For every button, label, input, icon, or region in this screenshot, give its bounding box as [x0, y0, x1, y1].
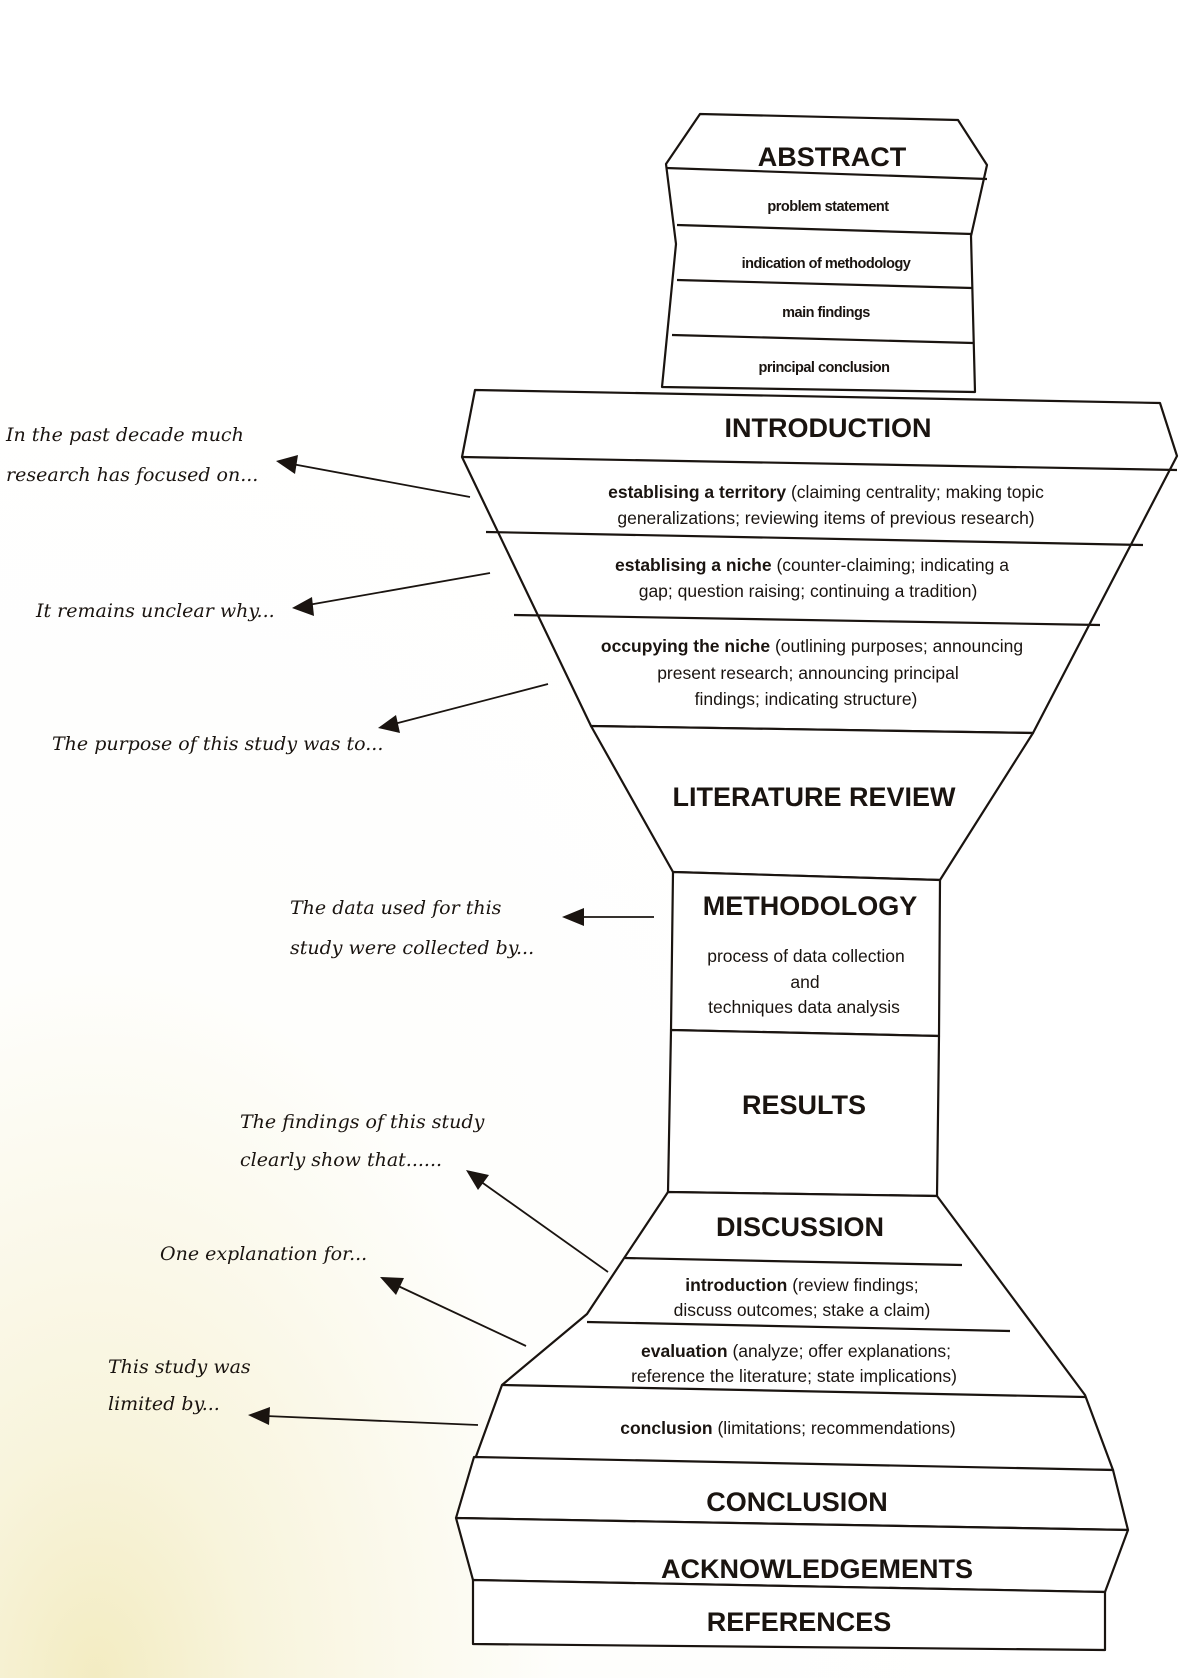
arrow-head-icon — [378, 715, 400, 733]
introduction-move-occupying: occupying the niche (outlining purposes;… — [601, 636, 1023, 656]
abstract-divider — [676, 278, 973, 290]
conclusion-block: CONCLUSION — [454, 1455, 1130, 1532]
discussion-move-introduction-line2: discuss outcomes; stake a claim) — [674, 1300, 931, 1320]
discussion-block: DISCUSSION introduction (review findings… — [472, 1190, 1115, 1472]
references-block: REFERENCES — [471, 1578, 1107, 1652]
introduction-move-territory: establising a territory (claiming centra… — [608, 482, 1044, 502]
abstract-item: indication of methodology — [742, 256, 911, 272]
abstract-item: main findings — [782, 305, 870, 321]
literature-review-block: LITERATURE REVIEW — [589, 724, 1035, 882]
arrow-line — [307, 572, 491, 606]
annotation-text: In the past decade much — [5, 424, 244, 446]
discussion-move-evaluation: evaluation (analyze; offer explanations; — [641, 1341, 951, 1361]
references-title: REFERENCES — [707, 1607, 892, 1637]
annotation-methodology: The data used for this study were collec… — [290, 897, 654, 959]
arrow-head-icon — [562, 908, 584, 926]
introduction-move-niche: establising a niche (counter-claiming; i… — [615, 555, 1009, 575]
arrow-head-icon — [380, 1277, 404, 1295]
methodology-line: and — [790, 972, 819, 992]
arrow-line — [291, 463, 471, 498]
abstract-title: ABSTRACT — [758, 142, 907, 172]
annotation-limitations: This study was limited by... — [108, 1356, 479, 1426]
methodology-line: techniques data analysis — [708, 997, 900, 1017]
introduction-move-occupying-line2: present research; announcing principal — [657, 663, 959, 683]
introduction-move-occupying-line3: findings; indicating structure) — [695, 689, 918, 709]
introduction-move-territory-line2: generalizations; reviewing items of prev… — [617, 508, 1034, 528]
discussion-title: DISCUSSION — [716, 1212, 884, 1242]
annotation-text: The data used for this — [290, 897, 502, 919]
abstract-item: principal conclusion — [759, 360, 890, 376]
conclusion-title: CONCLUSION — [706, 1487, 888, 1517]
annotation-findings: The findings of this study clearly show … — [240, 1111, 609, 1273]
acknowledgements-block: ACKNOWLEDGEMENTS — [454, 1516, 1130, 1594]
methodology-title: METHODOLOGY — [703, 891, 918, 921]
annotation-niche: It remains unclear why... — [35, 572, 491, 622]
abstract-shape — [660, 112, 989, 394]
annotation-text: limited by... — [108, 1393, 220, 1415]
annotation-explanation: One explanation for... — [160, 1243, 527, 1347]
abstract-divider — [665, 166, 988, 181]
discussion-move-evaluation-line2: reference the literature; state implicat… — [631, 1366, 957, 1386]
acknowledgements-title: ACKNOWLEDGEMENTS — [661, 1554, 973, 1584]
annotation-territory: In the past decade much research has foc… — [5, 424, 471, 498]
methodology-block: METHODOLOGY process of data collection a… — [669, 870, 942, 1038]
annotation-text: clearly show that...... — [240, 1149, 442, 1171]
arrow-head-icon — [466, 1170, 489, 1190]
arrow-line — [265, 1415, 479, 1426]
arrow-line — [393, 683, 549, 725]
annotation-text: research has focused on... — [6, 464, 258, 486]
annotation-text: It remains unclear why... — [35, 600, 275, 622]
methodology-line: process of data collection — [707, 946, 904, 966]
results-title: RESULTS — [742, 1090, 866, 1120]
introduction-divider — [485, 530, 1144, 547]
annotation-text: study were collected by... — [290, 937, 534, 959]
abstract-item: problem statement — [767, 199, 889, 215]
introduction-divider — [513, 613, 1101, 627]
discussion-divider — [586, 1320, 1011, 1333]
arrow-head-icon — [292, 597, 314, 616]
abstract-block: ABSTRACT problem statement indication of… — [660, 112, 989, 394]
introduction-divider — [461, 455, 1178, 472]
discussion-divider — [501, 1383, 1086, 1399]
introduction-block: INTRODUCTION establising a territory (cl… — [460, 388, 1179, 735]
discussion-move-conclusion: conclusion (limitations; recommendations… — [620, 1418, 956, 1438]
literature-review-title: LITERATURE REVIEW — [673, 782, 957, 812]
abstract-divider — [671, 333, 974, 345]
introduction-move-niche-line2: gap; question raising; continuing a trad… — [639, 581, 978, 601]
arrow-head-icon — [248, 1407, 270, 1425]
references-shape — [471, 1578, 1107, 1652]
arrow-line — [479, 1180, 609, 1273]
annotation-text: This study was — [108, 1356, 251, 1378]
abstract-divider — [676, 223, 973, 236]
results-block: RESULTS — [666, 1028, 941, 1198]
arrow-line — [395, 1284, 527, 1347]
arrow-head-icon — [276, 455, 298, 474]
discussion-divider — [624, 1256, 963, 1267]
discussion-move-introduction: introduction (review findings; — [685, 1275, 918, 1295]
introduction-title: INTRODUCTION — [725, 413, 932, 443]
annotation-text: The findings of this study — [240, 1111, 485, 1133]
annotation-text: The purpose of this study was to... — [52, 733, 383, 755]
annotation-occupying: The purpose of this study was to... — [52, 683, 549, 755]
annotation-text: One explanation for... — [160, 1243, 367, 1265]
